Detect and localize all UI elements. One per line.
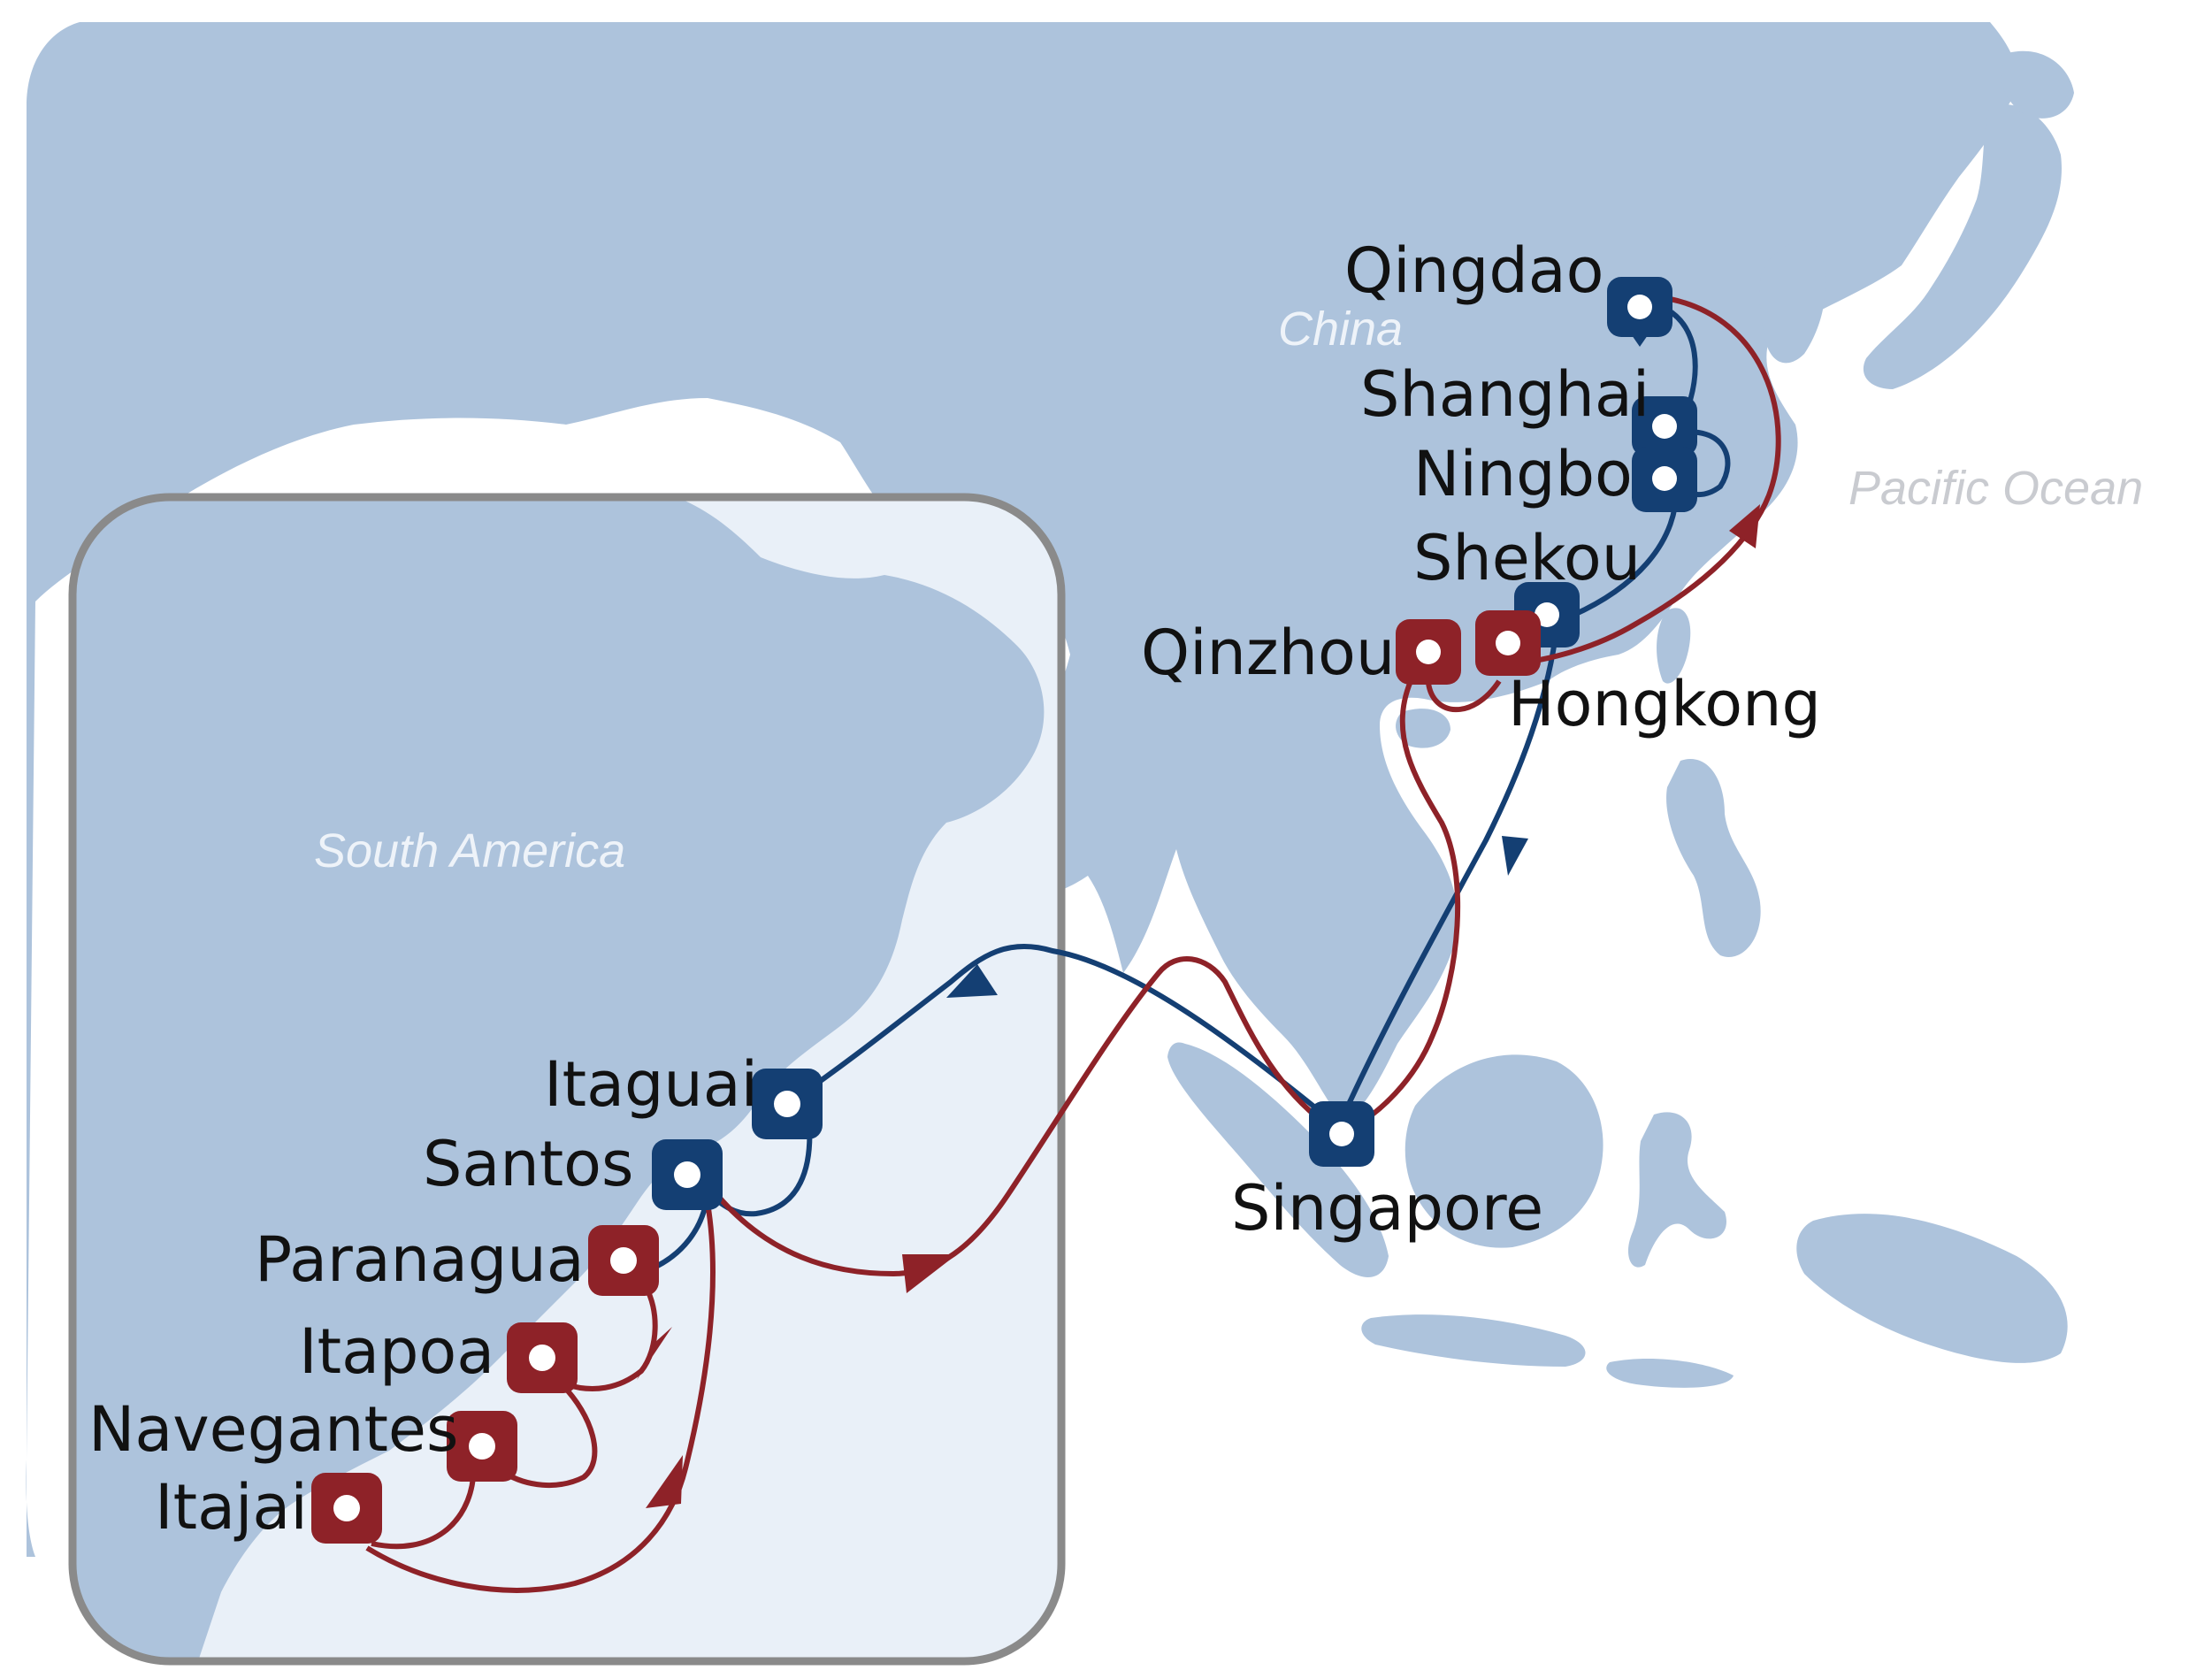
hainan — [1396, 709, 1450, 748]
borneo — [1405, 1054, 1604, 1248]
arrow-to-itaguai-icon — [946, 964, 998, 998]
port-marker-singapore[interactable] — [1309, 1101, 1374, 1167]
port-marker-ningbo[interactable] — [1632, 447, 1697, 512]
java — [1361, 1314, 1586, 1367]
red-service-route — [365, 294, 1781, 1593]
port-marker-itapoa[interactable] — [507, 1322, 578, 1393]
port-marker-qinzhou[interactable] — [1396, 619, 1461, 685]
arrow-out-from-santos-icon — [902, 1254, 957, 1293]
port-label-qingdao: Qingdao — [1344, 234, 1604, 307]
port-label-navegantes: Navegantes — [88, 1393, 458, 1466]
port-label-singapore: Singapore — [1231, 1172, 1543, 1245]
port-label-shekou: Shekou — [1413, 522, 1641, 594]
port-marker-navegantes[interactable] — [447, 1411, 517, 1482]
inset-frame — [68, 493, 1066, 1666]
japan — [1863, 104, 2062, 390]
port-label-itapoa: Itapoa — [299, 1315, 494, 1388]
port-marker-qingdao[interactable] — [1607, 277, 1672, 347]
south-america-land — [73, 497, 1045, 1661]
port-label-ningbo: Ningbo — [1413, 438, 1633, 510]
pacific-ocean-label: Pacific Ocean — [1848, 462, 2143, 515]
sulawesi — [1627, 1112, 1726, 1268]
port-marker-shanghai[interactable] — [1632, 396, 1697, 456]
route-shekou-singapore — [1337, 627, 1559, 1125]
east-timor — [1606, 1358, 1734, 1388]
route-qinzhou-singapore — [1343, 679, 1461, 1135]
port-label-paranagua: Paranagua — [255, 1223, 585, 1296]
port-label-shanghai: Shanghai — [1360, 358, 1649, 431]
south-america-label: South America — [314, 824, 625, 877]
port-marker-paranagua[interactable] — [588, 1225, 659, 1296]
route-itajai-santos — [365, 1202, 716, 1593]
route-qinzhou-hongkong — [1426, 679, 1502, 713]
route-navegantes-itajai — [371, 1476, 476, 1550]
sumatra — [1167, 1042, 1389, 1277]
taiwan — [1657, 608, 1691, 684]
japan-north — [2001, 50, 2074, 119]
port-labels: Qingdao Shanghai Ningbo Shekou Qinzhou H… — [88, 234, 1821, 1544]
port-marker-itaguai[interactable] — [752, 1069, 823, 1139]
arrow-to-itapoa-icon — [637, 1327, 672, 1380]
direction-arrows — [637, 504, 1760, 1508]
new-guinea — [1796, 1214, 2068, 1363]
port-label-santos: Santos — [423, 1128, 633, 1200]
port-label-qinzhou: Qinzhou — [1141, 617, 1395, 689]
philippines — [1666, 759, 1761, 957]
port-label-hongkong: Hongkong — [1508, 668, 1821, 740]
korea — [1759, 240, 1825, 364]
arrow-up-to-qingdao-icon — [1729, 504, 1760, 548]
port-label-itaguai: Itaguai — [544, 1048, 758, 1121]
china-label: China — [1278, 303, 1403, 356]
route-itapoa-navegantes — [502, 1382, 598, 1489]
route-singapore-santos — [714, 956, 1333, 1277]
arrow-down-to-singapore-icon — [1502, 836, 1528, 876]
port-markers — [311, 277, 1697, 1544]
port-marker-itajai[interactable] — [311, 1473, 382, 1544]
route-singapore-itaguai — [790, 943, 1342, 1130]
arrow-up-to-santos-icon — [646, 1455, 683, 1508]
port-marker-hongkong[interactable] — [1475, 610, 1541, 676]
south-america-inset — [68, 493, 1066, 1666]
port-label-itajai: Itajai — [155, 1471, 308, 1544]
port-marker-santos[interactable] — [652, 1139, 723, 1210]
